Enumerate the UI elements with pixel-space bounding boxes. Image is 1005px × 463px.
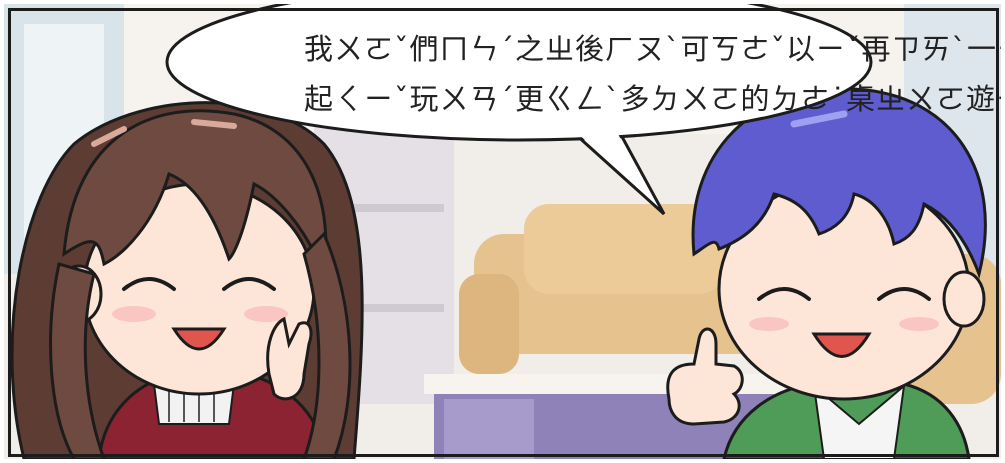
speech-line-2: 起ㄑㄧˇ玩ㄨㄢˊ更ㄍㄥˋ多ㄉㄨㄛ的ㄉㄜ˙桌ㄓㄨㄛ遊ㄧㄡˊ。 [304, 82, 1001, 116]
speech-bubble [165, 4, 873, 216]
speech-bubble-text: 我ㄨㄛˇ們ㄇㄣˊ之ㄓ後ㄏㄡˋ可ㄎㄜˇ以ㄧˇ再ㄗㄞˋ一ㄧ 起ㄑㄧˇ玩ㄨㄢˊ更ㄍㄥˋ… [304, 24, 1001, 124]
speech-line-1: 我ㄨㄛˇ們ㄇㄣˊ之ㄓ後ㄏㄡˋ可ㄎㄜˇ以ㄧˇ再ㄗㄞˋ一ㄧ [304, 32, 1001, 66]
boy-character [666, 87, 987, 459]
comic-panel: 我ㄨㄛˇ們ㄇㄣˊ之ㄓ後ㄏㄡˋ可ㄎㄜˇ以ㄧˇ再ㄗㄞˋ一ㄧ 起ㄑㄧˇ玩ㄨㄢˊ更ㄍㄥˋ… [4, 4, 1001, 459]
girl-character [10, 101, 364, 459]
comic-scene [4, 4, 1001, 459]
